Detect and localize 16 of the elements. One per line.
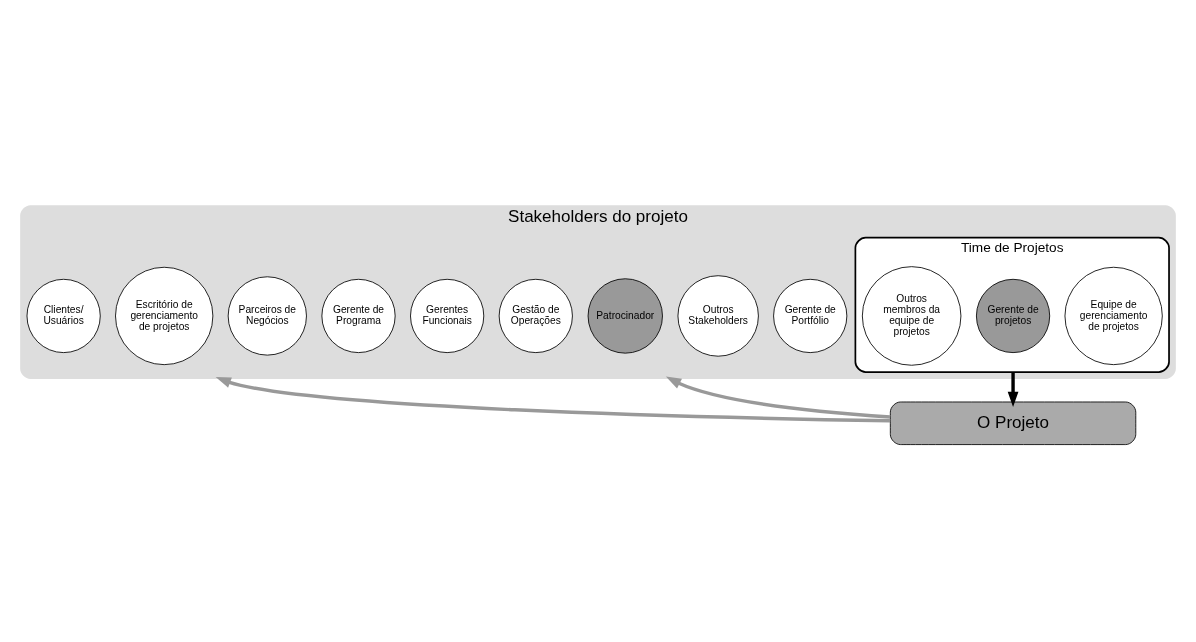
node-circle: Gerente de Portfólio	[773, 278, 848, 353]
arrow	[215, 376, 891, 422]
node-circle: Escritório de gerenciamento de projetos	[115, 266, 214, 365]
arrow	[1007, 371, 1019, 407]
node-circle: Gerente de projetos	[976, 278, 1051, 353]
node-circle: Gestão de Operações	[498, 278, 573, 353]
node-circle: Clientes/ Usuários	[26, 278, 101, 353]
node-circle: Equipe de gerenciamento de projetos	[1064, 266, 1163, 365]
node-circle: Gerente de Programa	[321, 278, 396, 353]
node-circle: Patrocinador	[587, 277, 663, 354]
node-box: O Projeto	[889, 401, 1137, 445]
node-circle: Parceiros de Negócios	[227, 275, 307, 356]
arrow	[665, 376, 891, 419]
node-circle: Outros membros da equipe de projetos	[861, 265, 962, 366]
node-circle: Outros Stakeholders	[677, 274, 759, 357]
node-circle: Gerentes Funcionais	[410, 278, 485, 353]
